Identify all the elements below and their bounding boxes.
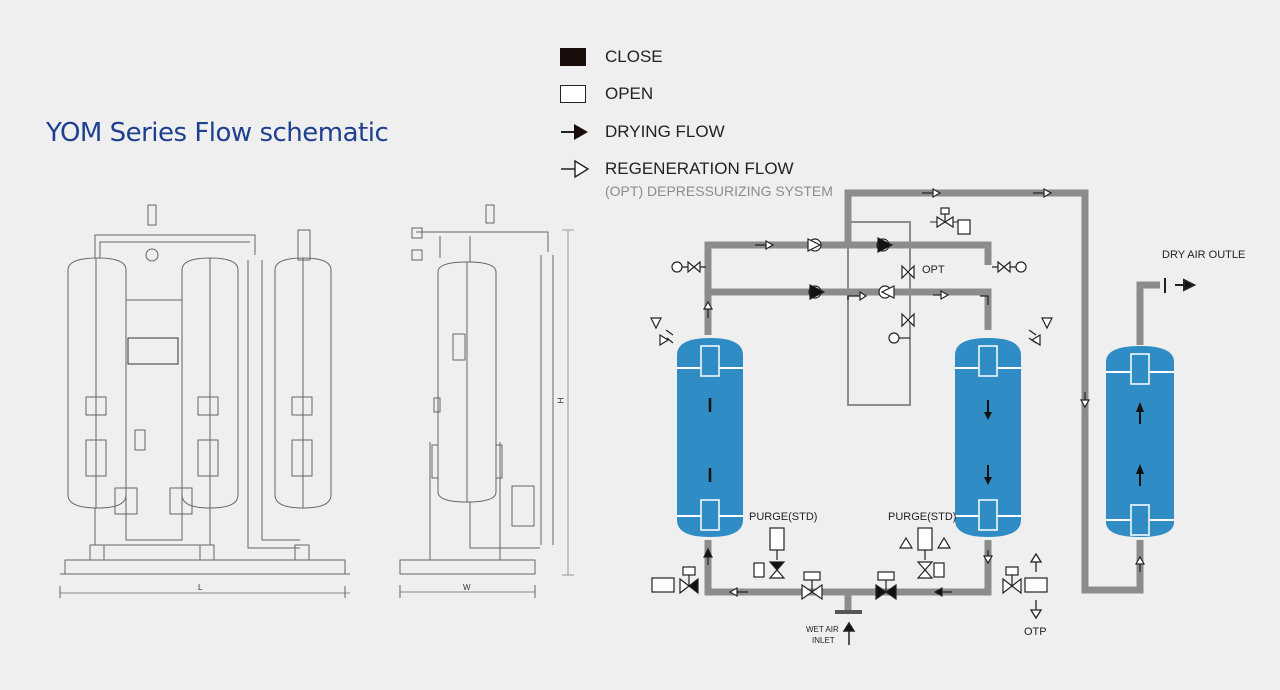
bypass-pipe bbox=[844, 189, 1144, 594]
legend-drying: DRYING FLOW bbox=[560, 119, 880, 143]
legend-open: OPEN bbox=[560, 81, 880, 105]
otp-label: OTP bbox=[1024, 626, 1047, 638]
regeneration-arrow-icon bbox=[561, 159, 590, 179]
legend-close: CLOSE bbox=[560, 44, 880, 68]
dry-air-outlet-label: DRY AIR OUTLE bbox=[1162, 249, 1246, 261]
legend-close-label: CLOSE bbox=[605, 47, 663, 66]
wet-air-inlet-label-1: WET AIR bbox=[806, 625, 839, 634]
page-title: YOM Series Flow schematic bbox=[46, 118, 389, 148]
left-adsorption-tower bbox=[677, 338, 743, 537]
purge-mufflers bbox=[753, 527, 952, 579]
wet-air-inlet-label-2: INLET bbox=[812, 636, 835, 645]
purge-left-label: PURGE(STD) bbox=[749, 511, 818, 523]
legend-regeneration-label: REGENERATION FLOW bbox=[605, 159, 794, 178]
after-filter-vessel bbox=[1106, 346, 1174, 537]
inlet-valves bbox=[651, 566, 1048, 601]
legend-regeneration: REGENERATION FLOW bbox=[560, 156, 880, 180]
purge-right-label: PURGE(STD) bbox=[888, 511, 957, 523]
side-width-dim-label: W bbox=[463, 583, 471, 592]
legend-open-label: OPEN bbox=[605, 84, 654, 103]
opt-label: OPT bbox=[922, 264, 945, 276]
gauges bbox=[650, 207, 1053, 347]
open-swatch-icon bbox=[560, 85, 586, 103]
drying-arrow-icon bbox=[561, 124, 588, 140]
legend-drying-label: DRYING FLOW bbox=[605, 122, 725, 141]
legend-opt-system: (OPT) DEPRESSURIZING SYSTEM bbox=[605, 183, 833, 199]
right-adsorption-tower bbox=[955, 338, 1021, 537]
check-valves bbox=[807, 237, 895, 300]
front-dim-label: L bbox=[198, 583, 203, 592]
close-swatch-icon bbox=[560, 48, 586, 66]
